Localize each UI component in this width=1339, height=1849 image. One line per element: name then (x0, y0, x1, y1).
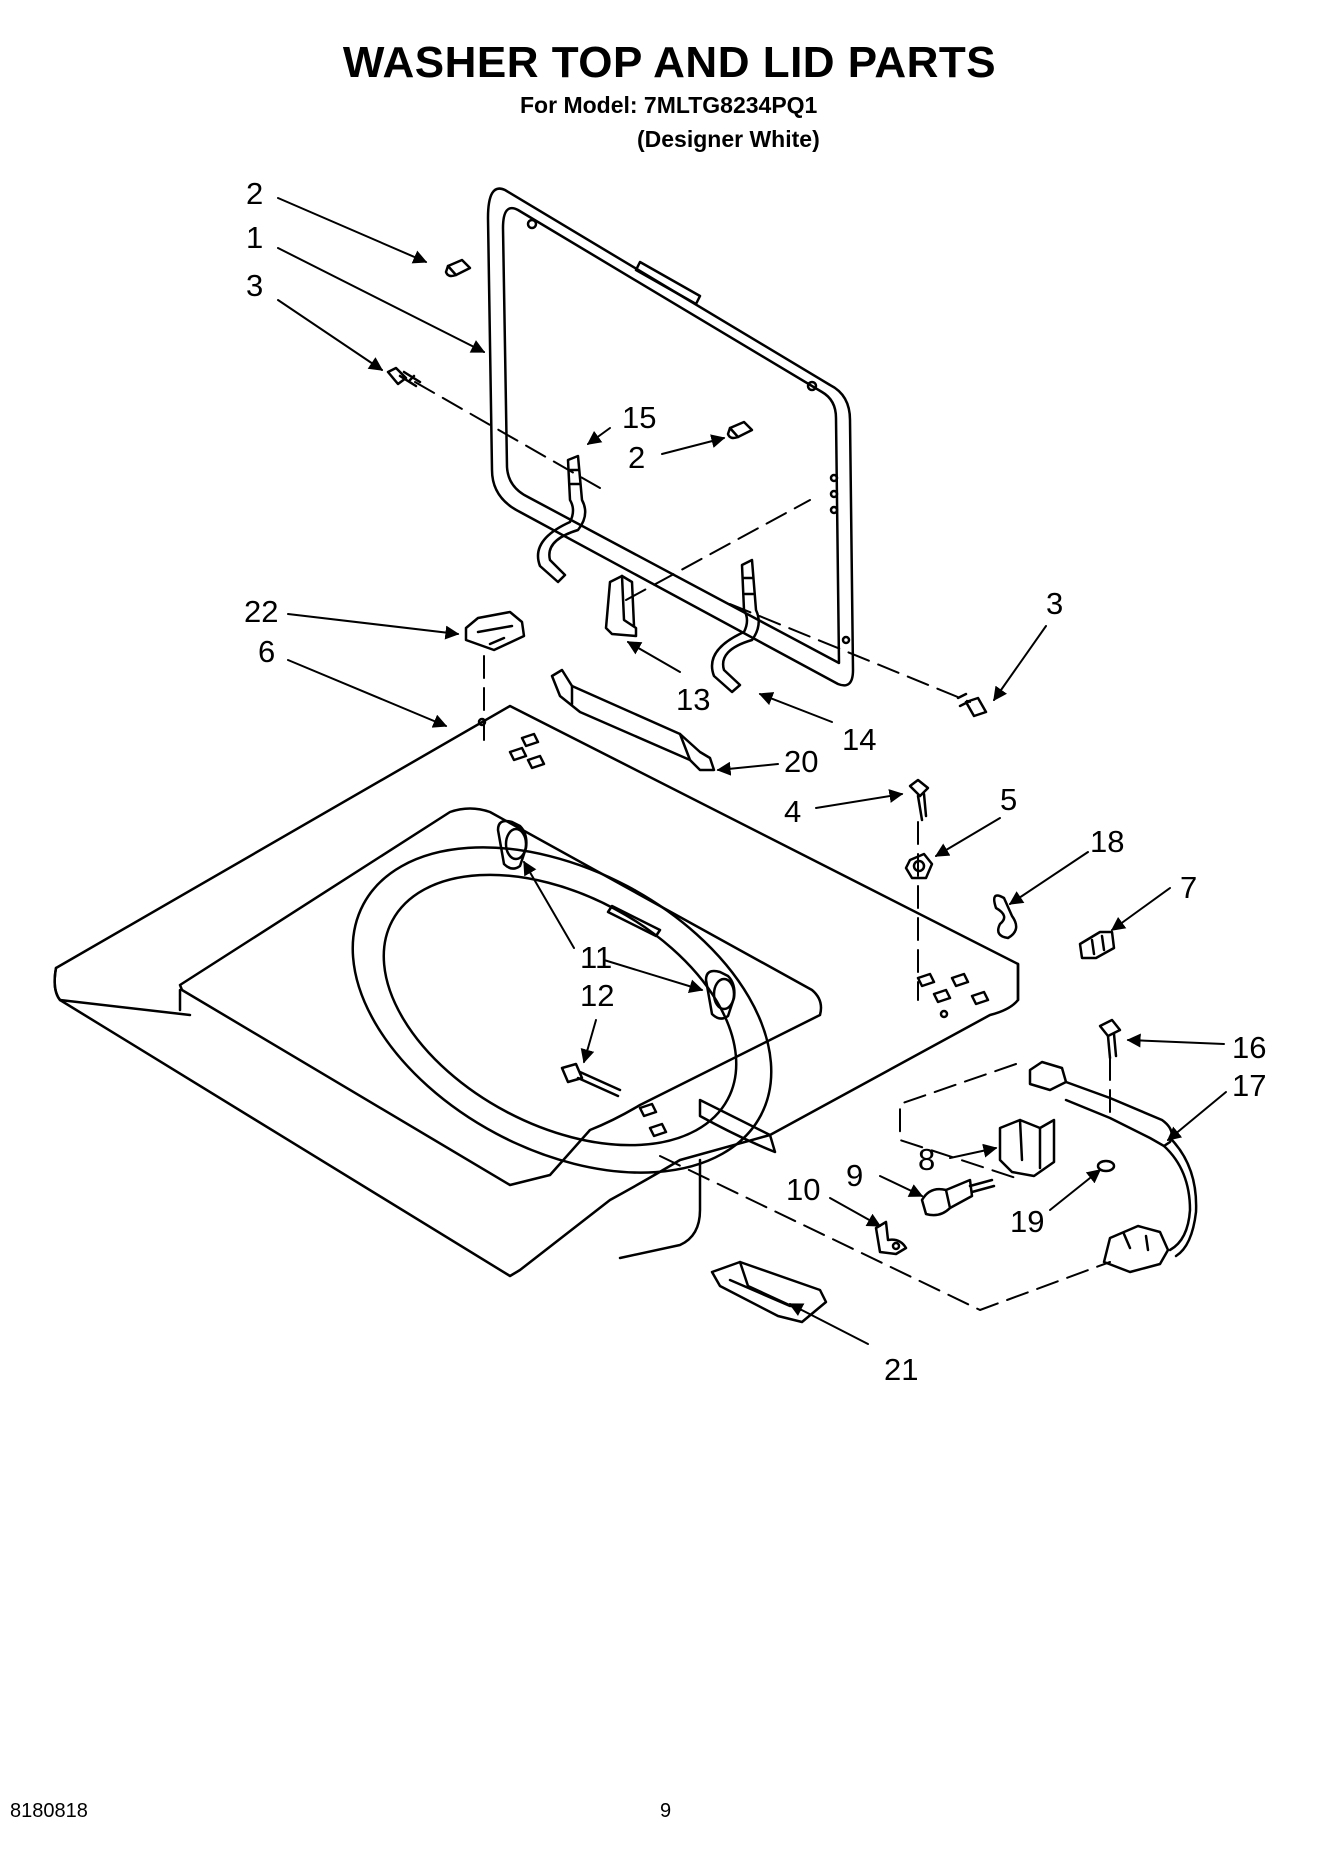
callout-8: 8 (918, 1142, 935, 1177)
hinge-bracket-13 (604, 574, 638, 638)
washer-19 (1096, 1159, 1116, 1173)
callout-6: 6 (258, 634, 275, 669)
screw-12 (560, 1062, 622, 1098)
lid-bumper-left (496, 819, 528, 870)
screw-3-right (956, 692, 988, 718)
lid-bumper-right (704, 969, 736, 1020)
screw-2-top (444, 258, 472, 278)
model-variant: (Designer White) (637, 126, 820, 152)
callout-17: 17 (1232, 1068, 1266, 1103)
support-22 (464, 610, 526, 652)
callout-15: 15 (622, 400, 656, 435)
callout-4: 4 (784, 794, 801, 829)
callout-12: 12 (580, 978, 614, 1013)
lid-hinge-left (536, 454, 587, 584)
page-title: WASHER TOP AND LID PARTS (342, 38, 997, 87)
model-number: For Model: 7MLTG8234PQ1 (520, 92, 818, 118)
callout-21: 21 (884, 1352, 918, 1387)
callout-1: 1 (246, 220, 263, 255)
clip-18 (993, 894, 1018, 940)
page-number: 9 (660, 1800, 672, 1822)
callout-5: 5 (1000, 782, 1017, 817)
hinge-cover-21 (710, 1260, 828, 1324)
callout-20: 20 (784, 744, 818, 779)
callout-numbers: 2 1 3 15 2 22 6 3 13 14 20 4 5 18 7 11 1… (244, 176, 1266, 1387)
callout-11: 11 (580, 940, 612, 975)
bracket-10 (874, 1220, 908, 1256)
callout-16: 16 (1232, 1030, 1266, 1065)
callout-18: 18 (1090, 824, 1124, 859)
callout-2: 2 (628, 440, 645, 475)
document-number: 8180818 (10, 1800, 88, 1822)
plunger-9 (920, 1178, 996, 1217)
callout-19: 19 (1010, 1204, 1044, 1239)
callout-2: 2 (246, 176, 263, 211)
callout-13: 13 (676, 682, 710, 717)
switch-7 (1078, 930, 1116, 960)
callout-3: 3 (246, 268, 263, 303)
lid-actuator-8 (998, 1118, 1056, 1178)
callout-14: 14 (842, 722, 876, 757)
screw-16 (1098, 1018, 1122, 1060)
callout-10: 10 (786, 1172, 820, 1207)
leader-lines (277, 197, 1227, 1345)
lid-frame (486, 187, 855, 687)
screw-3-left (386, 366, 422, 388)
callout-7: 7 (1180, 870, 1197, 905)
callout-3: 3 (1046, 586, 1063, 621)
hinge-rod-20 (550, 668, 716, 772)
assembly-lines (414, 381, 1111, 1311)
lid-hinge-right (710, 558, 760, 694)
screw-4 (908, 778, 930, 822)
screw-2-mid (726, 420, 754, 440)
callout-22: 22 (244, 594, 278, 629)
washer-top (53, 704, 1020, 1278)
callout-9: 9 (846, 1158, 863, 1193)
